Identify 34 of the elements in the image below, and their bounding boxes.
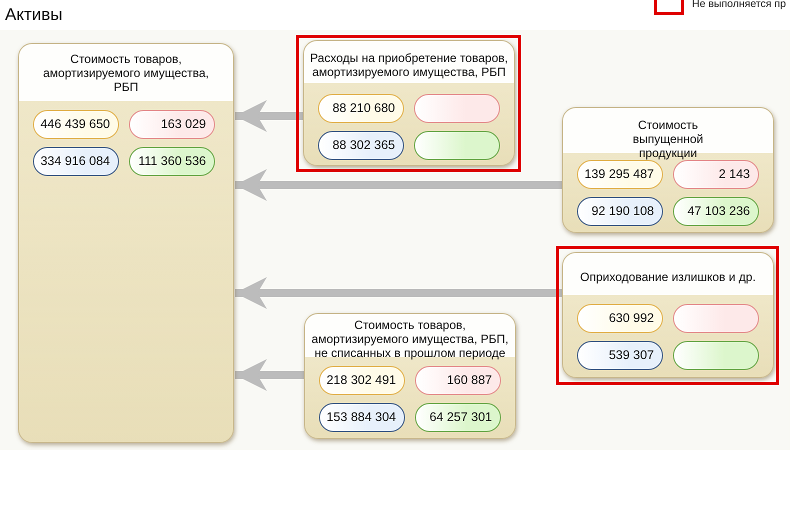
value-pill: 163 029 bbox=[129, 110, 215, 139]
page-title: Активы bbox=[5, 5, 62, 25]
account-card bbox=[562, 107, 774, 233]
card-heading: Стоимость товаров, амортизируемого имущества, РБП bbox=[42, 52, 210, 94]
card-heading: Расходы на приобретение товаров, амортизируемого имущества, РБП bbox=[309, 51, 509, 79]
value-pill: 2 143 bbox=[673, 160, 759, 189]
empty-pill bbox=[673, 341, 759, 370]
value-pill: 47 103 236 bbox=[673, 197, 759, 226]
value-pill: 111 360 536 bbox=[129, 147, 215, 176]
flow-arrow bbox=[235, 277, 562, 309]
value-pill: 160 887 bbox=[415, 366, 501, 395]
value-pill: 88 302 365 bbox=[318, 131, 404, 160]
value-pill: 630 992 bbox=[577, 304, 663, 333]
value-pill: 446 439 650 bbox=[33, 110, 119, 139]
value-pill: 88 210 680 bbox=[318, 94, 404, 123]
value-pill: 92 190 108 bbox=[577, 197, 663, 226]
empty-pill bbox=[414, 131, 500, 160]
value-pill: 153 884 304 bbox=[319, 403, 405, 432]
empty-pill bbox=[673, 304, 759, 333]
card-heading: Стоимость выпущенной продукции bbox=[632, 118, 704, 160]
value-pill: 139 295 487 bbox=[577, 160, 663, 189]
legend-text: Не выполняется пр bbox=[692, 0, 786, 10]
empty-pill bbox=[414, 94, 500, 123]
value-pill: 64 257 301 bbox=[415, 403, 501, 432]
flow-arrow bbox=[235, 169, 562, 201]
account-card bbox=[304, 313, 516, 439]
flow-arrow bbox=[235, 359, 304, 391]
account-card bbox=[18, 43, 234, 443]
value-pill: 334 916 084 bbox=[33, 147, 119, 176]
card-heading: Стоимость товаров, амортизируемого имущества, РБП, не списанных в прошлом периоде bbox=[310, 318, 510, 360]
card-heading: Оприходование излишков и др. bbox=[579, 270, 757, 284]
flow-arrow bbox=[235, 100, 303, 132]
value-pill: 218 302 491 bbox=[319, 366, 405, 395]
value-pill: 539 307 bbox=[577, 341, 663, 370]
